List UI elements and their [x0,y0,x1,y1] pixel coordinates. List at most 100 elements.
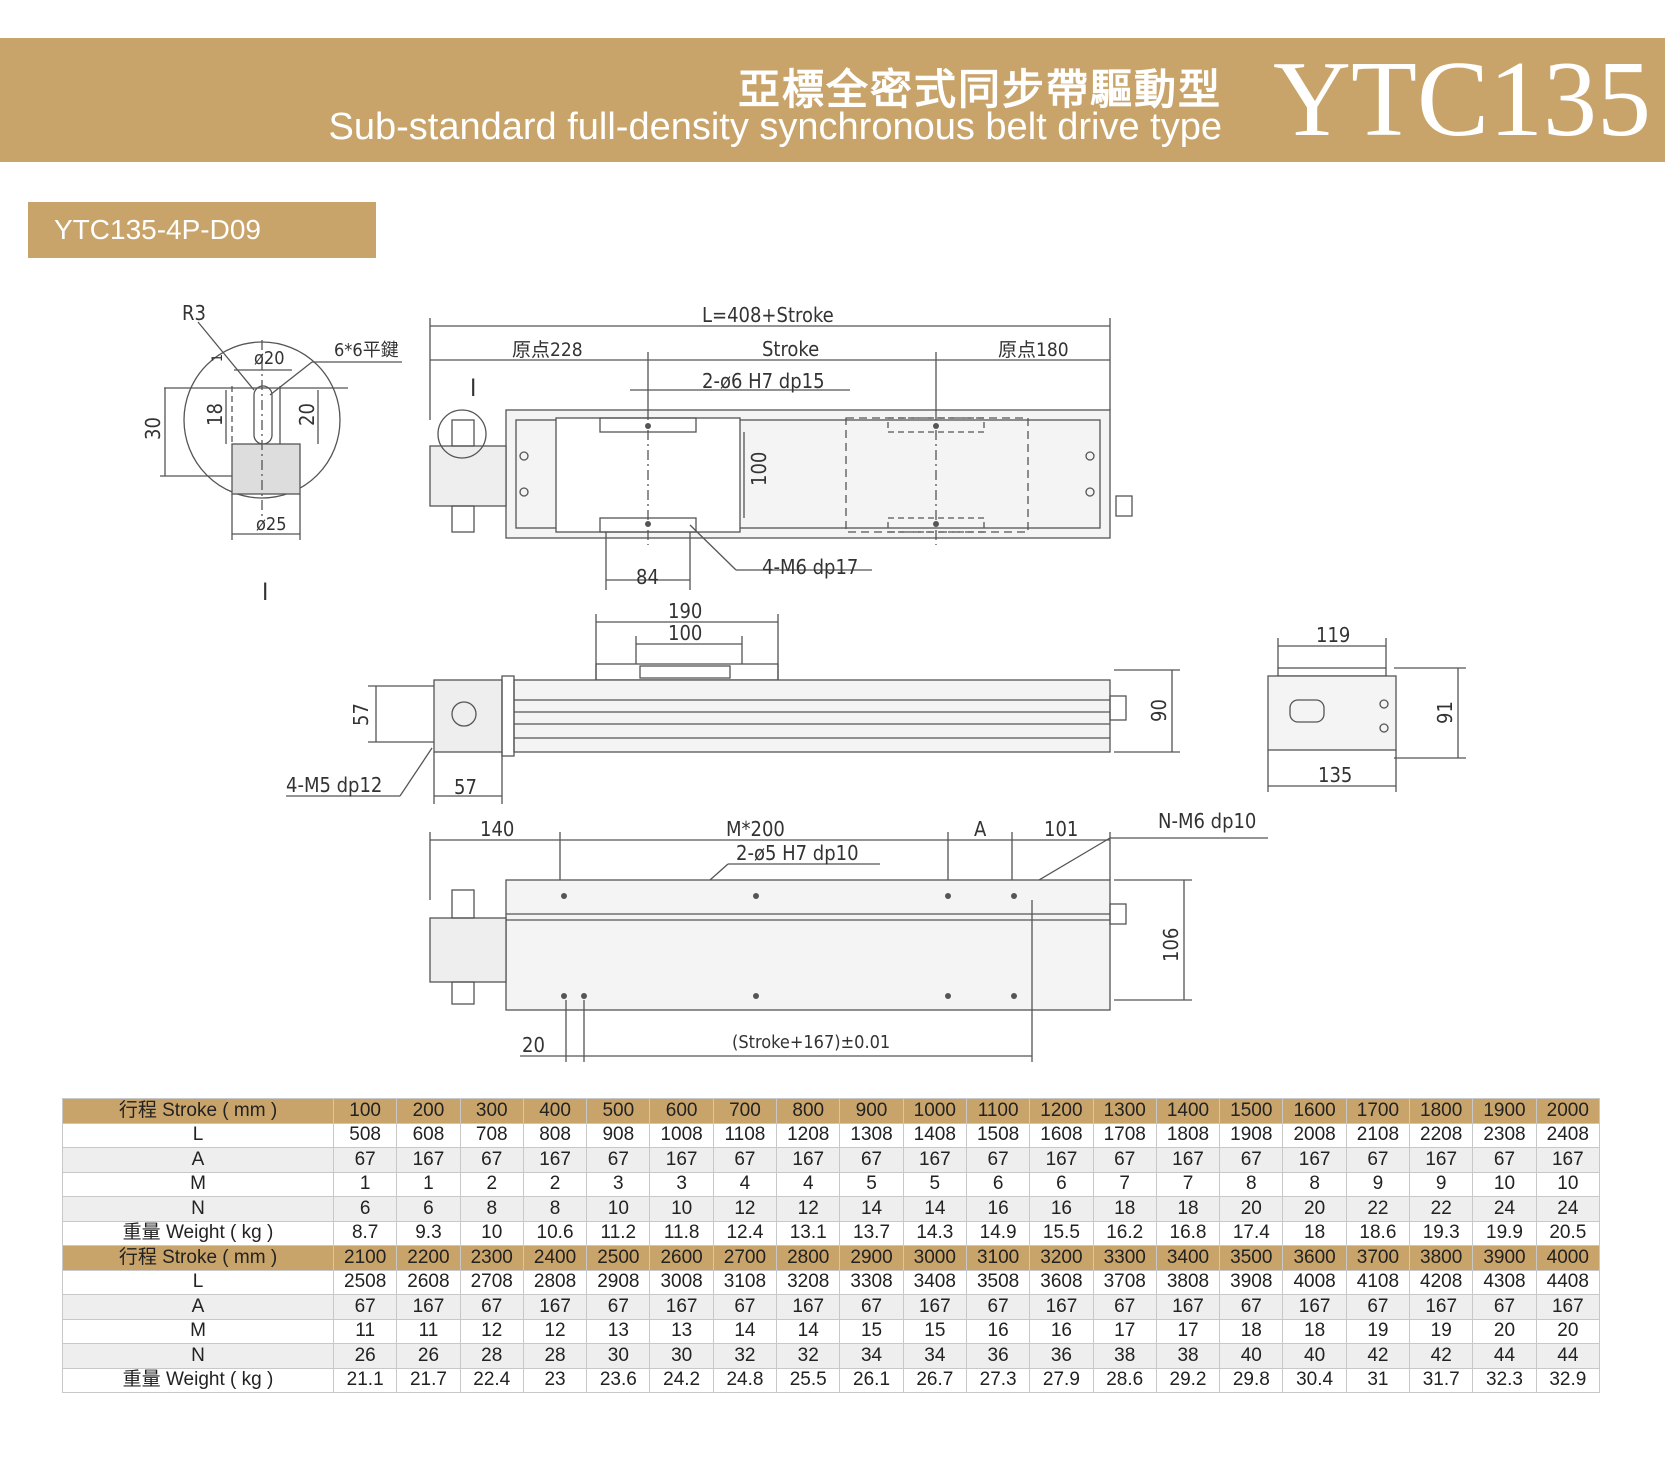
table-cell: 20 [1472,1318,1537,1344]
table-cell: 24.2 [649,1367,714,1393]
table-cell: 3600 [1282,1245,1347,1271]
table-cell: 167 [776,1147,841,1173]
model-name: YTC135 [1273,40,1651,159]
table-cell: 32 [712,1343,778,1369]
table-cell: 4308 [1472,1269,1537,1295]
table-cell: 15.5 [1029,1220,1094,1246]
table-cell: 167 [776,1294,841,1320]
table-cell: 2208 [1409,1122,1474,1148]
table-cell: 11.2 [586,1220,651,1246]
table-cell: 67 [965,1294,1031,1320]
table-cell: 26 [332,1343,398,1369]
table-cell: 500 [586,1098,651,1124]
table-cell: 2200 [396,1245,461,1271]
table-cell: 9.3 [396,1220,461,1246]
table-cell: 200 [396,1098,461,1124]
table-cell: 14 [902,1196,967,1222]
table-cell: 1700 [1345,1098,1411,1124]
table-cell: 67 [586,1147,651,1173]
table-cell: 1200 [1029,1098,1094,1124]
table-cell: 2708 [459,1269,524,1295]
table-cell: 2608 [396,1269,461,1295]
label-detail-i: I [262,578,268,606]
table-cell: 1800 [1409,1098,1474,1124]
table-cell: 19 [1409,1318,1474,1344]
table-cell: 167 [649,1294,714,1320]
table-cell: 12 [459,1318,524,1344]
label-d135: 135 [1318,763,1352,787]
table-cell: 22 [1345,1196,1411,1222]
table-cell: 67 [839,1294,904,1320]
table-cell: 10 [1535,1171,1601,1197]
table-cell: 12 [522,1318,588,1344]
row-label: N [62,1196,334,1222]
table-cell: 31.7 [1409,1367,1474,1393]
label-d91: 91 [1433,701,1457,724]
table-cell: 10 [459,1220,524,1246]
table-cell: 67 [1219,1294,1284,1320]
row-label: L [62,1122,334,1148]
row-label: A [62,1294,334,1320]
label-d20: 20 [295,403,319,426]
table-cell: 14.3 [902,1220,967,1246]
table-cell: 2800 [776,1245,841,1271]
table-cell: 167 [902,1147,967,1173]
table-cell: 167 [1282,1147,1347,1173]
table-cell: 3408 [902,1269,967,1295]
table-cell: 13 [586,1318,651,1344]
table-cell: 1100 [965,1098,1031,1124]
row-label: A [62,1147,334,1173]
table-cell: 100 [332,1098,398,1124]
table-cell: 20 [1282,1196,1347,1222]
label-dia25: ø25 [256,514,287,535]
table-cell: 5 [902,1171,967,1197]
table-cell: 18 [1155,1196,1221,1222]
table-cell: 10.6 [522,1220,588,1246]
table-cell: 16.2 [1092,1220,1157,1246]
table-cell: 3400 [1155,1245,1221,1271]
table-cell: 36 [1029,1343,1094,1369]
table-cell: 20.5 [1535,1220,1601,1246]
table-cell: 24.8 [712,1367,778,1393]
table-cell: 19 [1345,1318,1411,1344]
table-cell: 167 [1409,1147,1474,1173]
row-label: 行程 Stroke ( mm ) [62,1098,334,1124]
table-cell: 3208 [776,1269,841,1295]
table-cell: 34 [902,1343,967,1369]
table-cell: 32 [776,1343,841,1369]
end-view [1267,638,1466,792]
label-d84: 84 [636,565,659,589]
table-cell: 167 [1535,1294,1601,1320]
table-cell: 167 [1029,1147,1094,1173]
table-cell: 28 [522,1343,588,1369]
table-cell: 21.7 [396,1367,461,1393]
table-cell: 1408 [902,1122,967,1148]
table-cell: 900 [839,1098,904,1124]
table-cell: 32.9 [1535,1367,1601,1393]
table-cell: 10 [586,1196,651,1222]
table-cell: 1808 [1155,1122,1221,1148]
table-cell: 3608 [1029,1269,1094,1295]
table-cell: 9 [1345,1171,1411,1197]
table-cell: 4108 [1345,1269,1411,1295]
table-cell: 2600 [649,1245,714,1271]
table-cell: 167 [1409,1294,1474,1320]
row-label: N [62,1343,334,1369]
table-cell: 24 [1472,1196,1537,1222]
table-cell: 2808 [522,1269,588,1295]
table-cell: 6 [1029,1171,1094,1197]
table-cell: 2 [522,1171,588,1197]
table-cell: 10 [1472,1171,1537,1197]
label-stroke: Stroke [762,337,819,361]
label-d18: 18 [203,403,227,426]
table-cell: 14 [712,1318,778,1344]
table-cell: 3508 [965,1269,1031,1295]
table-cell: 4 [776,1171,841,1197]
table-cell: 7 [1092,1171,1157,1197]
table-cell: 3900 [1472,1245,1537,1271]
table-cell: 31 [1345,1367,1411,1393]
